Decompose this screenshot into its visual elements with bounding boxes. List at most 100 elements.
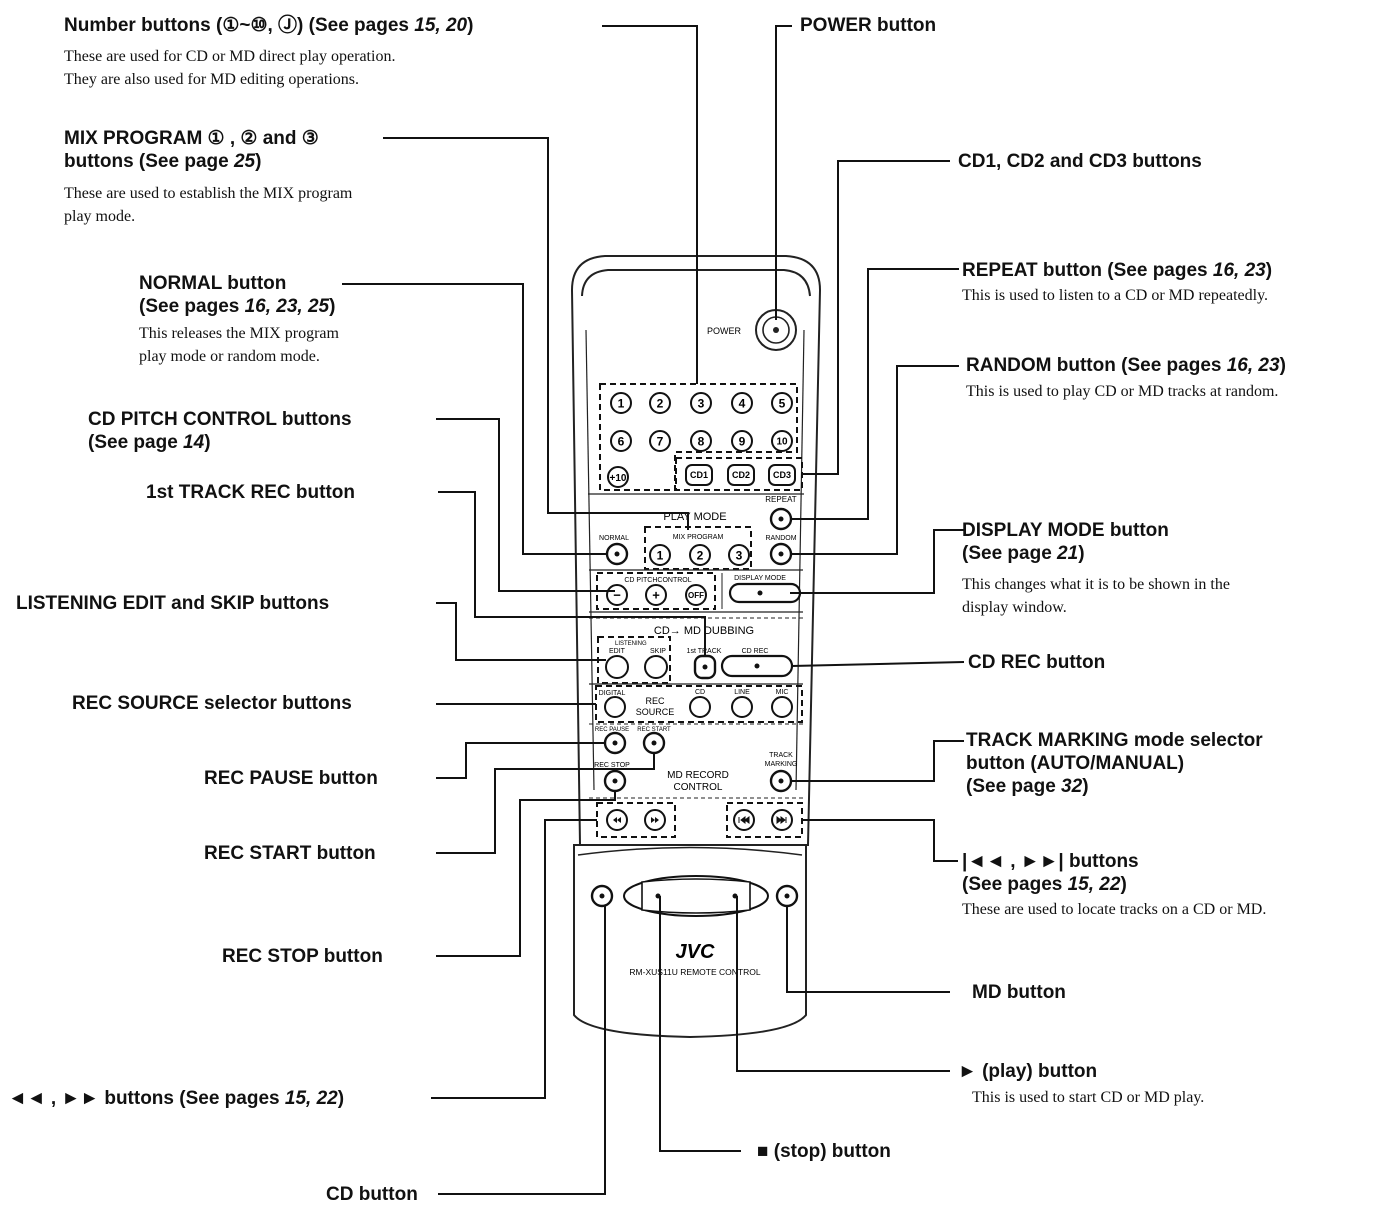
repeat-title: REPEAT button (See pages 16, 23): [962, 260, 1273, 281]
cd-select-key-2-label: CD2: [732, 470, 750, 480]
number-key-4[interactable]: [731, 392, 753, 414]
line-source-key[interactable]: [731, 696, 753, 718]
mix-program-title-2: buttons (See page 25): [64, 151, 262, 172]
cd-pitch-title-2: (See page 14): [88, 432, 211, 453]
pitch-off-key[interactable]: [685, 584, 707, 606]
digital-key[interactable]: [604, 696, 626, 718]
cd-key-dot: [599, 893, 605, 899]
number-buttons-box: [599, 383, 798, 491]
md-record-label-1: MD RECORD: [667, 770, 729, 781]
listening-edit-title: LISTENING EDIT and SKIP buttons: [16, 593, 330, 614]
pitch-off-key-label: OFF: [688, 591, 704, 600]
edit-key[interactable]: [605, 655, 629, 679]
number-key-7-label: 7: [657, 434, 664, 448]
display-mode-key[interactable]: [728, 582, 802, 604]
cd-source-key[interactable]: [689, 696, 711, 718]
cd-select-key-1-label: CD1: [690, 470, 708, 480]
cd-pitch-title-1: CD PITCH CONTROL buttons: [88, 409, 352, 430]
display-mode-desc-1: This changes what it is to be shown in t…: [962, 576, 1230, 593]
skip-desc: These are used to locate tracks on a CD …: [962, 901, 1267, 918]
mix-program-key-3[interactable]: [728, 544, 750, 566]
normal-desc-1: This releases the MIX program: [139, 325, 339, 342]
track-marking-title-2: button (AUTO/MANUAL): [966, 753, 1185, 774]
mix-program-desc-2: play mode.: [64, 208, 136, 225]
normal-label: NORMAL: [599, 535, 629, 542]
cd-select-key-2[interactable]: [727, 464, 755, 486]
rec-source-label-2: SOURCE: [636, 707, 675, 717]
number-key-5[interactable]: [771, 392, 793, 414]
track-marking-key-dot: [778, 778, 784, 784]
md-button-title: MD button: [972, 982, 1066, 1003]
number-key-6[interactable]: [610, 430, 632, 452]
leader-cd123: [802, 160, 950, 475]
first-track-rec-title: 1st TRACK REC button: [146, 482, 355, 503]
track-marking-title-1: TRACK MARKING mode selector: [966, 730, 1263, 751]
leader-rec-start: [436, 753, 655, 854]
leader-skip: [802, 819, 958, 862]
random-label: RANDOM: [765, 535, 796, 542]
mic-source-key[interactable]: [771, 696, 793, 718]
number-key-1[interactable]: [610, 392, 632, 414]
leader-cd-pitch: [436, 418, 615, 592]
mix-program-key-2[interactable]: [689, 544, 711, 566]
pitch-keys: − + OFF: [606, 584, 707, 606]
search-title: ◄◄ , ►► buttons (See pages 15, 22): [8, 1088, 345, 1109]
mix-program-box: [644, 526, 752, 570]
random-desc: This is used to play CD or MD tracks at …: [966, 383, 1279, 400]
number-key-9[interactable]: [731, 430, 753, 452]
mix-program-key-1[interactable]: [649, 544, 671, 566]
power-title: POWER button: [800, 15, 937, 36]
skip-forward-icon: [776, 816, 787, 824]
rec-start-title: REC START button: [204, 843, 376, 864]
number-buttons-title: Number buttons (①~⑩, Ⓙ) (See pages 15, 2…: [64, 15, 474, 36]
mix-program-desc-1: These are used to establish the MIX prog…: [64, 185, 353, 202]
number-key-7[interactable]: [649, 430, 671, 452]
leader-rec-stop: [436, 791, 616, 957]
display-mode-title-1: DISPLAY MODE button: [962, 520, 1169, 541]
normal-desc-2: play mode or random mode.: [139, 348, 320, 365]
number-key-10[interactable]: [771, 430, 793, 452]
skip-back-icon: [738, 816, 750, 824]
power-label: POWER: [707, 326, 742, 336]
repeat-label: REPEAT: [765, 495, 797, 504]
number-key-3-label: 3: [698, 396, 705, 410]
leader-listening-edit: [436, 602, 606, 661]
leader-power: [775, 25, 792, 320]
number-key-2[interactable]: [649, 392, 671, 414]
play-desc: This is used to start CD or MD play.: [972, 1089, 1205, 1106]
play-title: ► (play) button: [958, 1061, 1098, 1082]
pitch-plus-key-label: +: [652, 588, 660, 603]
skip-key[interactable]: [644, 655, 668, 679]
cd-source-label: CD: [695, 689, 705, 696]
mix-program-title-1: MIX PROGRAM ① , ② and ③: [64, 128, 319, 149]
cd-button-title: CD button: [326, 1184, 418, 1205]
rec-stop-label: REC STOP: [594, 762, 630, 769]
leader-rec-pause: [436, 742, 604, 779]
number-key-3[interactable]: [690, 392, 712, 414]
number-key-9-label: 9: [739, 434, 746, 448]
power-key-dot: [773, 327, 779, 333]
pitch-minus-key-label: −: [613, 588, 621, 603]
display-mode-label: DISPLAY MODE: [734, 575, 786, 582]
listening-label: LISTENING: [615, 641, 647, 647]
number-buttons-desc-2: They are also used for MD editing operat…: [64, 71, 360, 88]
pitch-plus-key[interactable]: [645, 584, 667, 606]
md-key-dot: [784, 893, 790, 899]
rewind-icon: [613, 817, 621, 823]
number-key-8[interactable]: [690, 430, 712, 452]
search-box: [596, 802, 676, 838]
cd-select-key-1[interactable]: [685, 464, 713, 486]
display-mode-desc-2: display window.: [962, 599, 1067, 616]
leader-random: [791, 365, 959, 555]
plus10-key[interactable]: [607, 466, 629, 488]
rec-pause-title: REC PAUSE button: [204, 768, 378, 789]
first-track-rec-key-dot: [702, 664, 708, 670]
cd-select-key-3-label: CD3: [773, 470, 791, 480]
number-key-4-label: 4: [739, 396, 746, 410]
cd-select-key-3[interactable]: [768, 464, 796, 486]
number-buttons-desc-1: These are used for CD or MD direct play …: [64, 48, 396, 65]
track-marking-label-2: MARKING: [765, 761, 798, 768]
play-stop-rocker[interactable]: [641, 878, 751, 914]
plus10-key-label: +10: [610, 473, 627, 484]
